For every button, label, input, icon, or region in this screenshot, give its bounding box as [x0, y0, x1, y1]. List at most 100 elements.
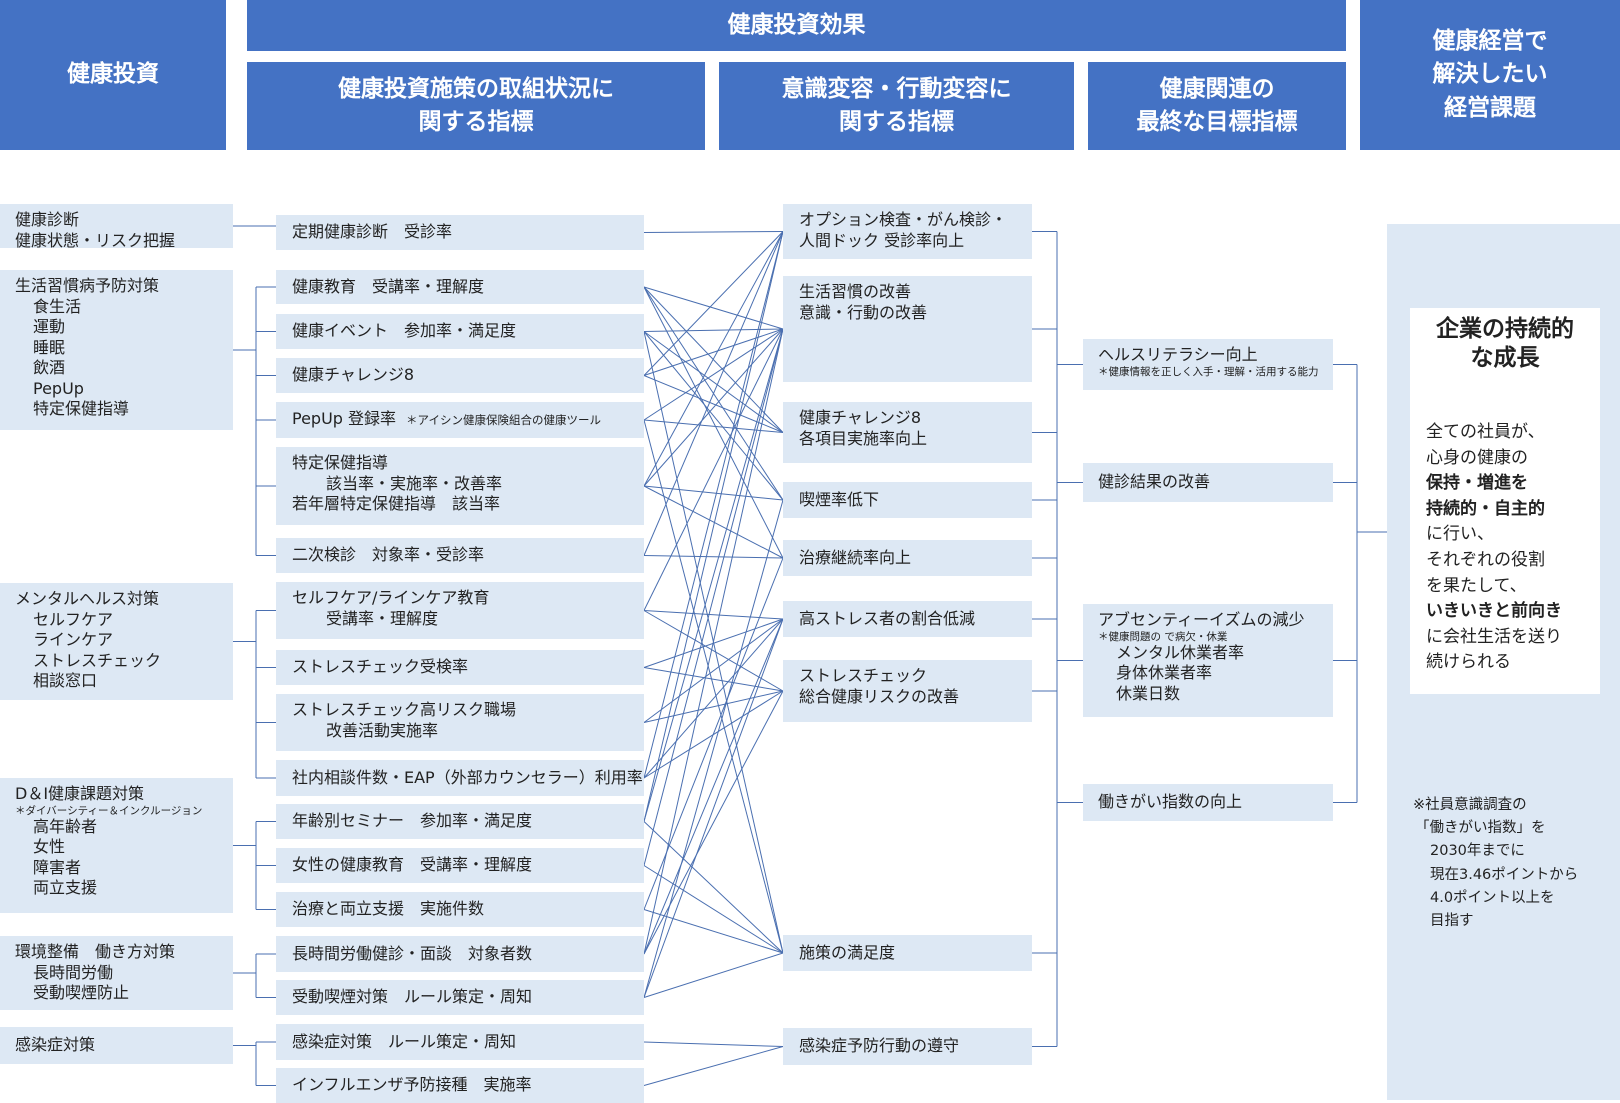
goal-line: いきいきと前向き — [1426, 601, 1562, 622]
behavior-box: 喫煙率低下 — [783, 482, 1032, 518]
initiative-behavior-link — [643, 618, 784, 779]
box-label: オプション検査・がん検診・ — [799, 210, 1008, 229]
box-label: 生活習慣の改善 — [799, 282, 912, 301]
note-line: 4.0ポイント以上を — [1430, 889, 1555, 906]
box-label: 生活習慣病予防対策 — [15, 276, 160, 295]
box-label: 二次検診 対象率・受診率 — [292, 545, 485, 565]
box-label: ヘルスリテラシー向上 — [1098, 345, 1258, 364]
initiative-box: ストレスチェック高リスク職場改善活動実施率 — [276, 694, 644, 751]
initiative-behavior-link — [643, 952, 784, 998]
initiative-box: 長時間労働健診・面談 対象者数 — [276, 936, 644, 972]
box-label: 健康チャレンジ8 — [292, 365, 415, 385]
note-line: 2030年までに — [1430, 843, 1525, 860]
note-line: 「働きがい指数」を — [1415, 820, 1546, 837]
box-label: セルフケア — [33, 609, 114, 629]
behavior-box: オプション検査・がん検診・人間ドック 受診率向上 — [783, 204, 1032, 259]
box-label: ストレスチェック — [799, 666, 928, 685]
initiative-behavior-link — [643, 375, 784, 433]
behavior-box: 高ストレス者の割合低減 — [783, 601, 1032, 637]
investment-box: メンタルヘルス対策セルフケアラインケアストレスチェック相談窓口 — [0, 583, 233, 700]
box-label: 健康チャレンジ8 — [799, 408, 922, 427]
box-label: 女性 — [33, 837, 66, 856]
box-label: 喫煙率低下 — [799, 489, 880, 509]
box-label: PepUp — [33, 378, 84, 398]
initiative-box: 二次検診 対象率・受診率 — [276, 538, 644, 573]
initiative-behavior-link — [643, 821, 784, 954]
initiative-behavior-link — [643, 328, 784, 421]
box-label: 働きがい指数の向上 — [1098, 792, 1243, 812]
header-investment: 健康投資 — [0, 0, 226, 150]
box-label: 長時間労働 — [33, 962, 114, 982]
box-label: 改善活動実施率 — [326, 720, 439, 740]
initiative-behavior-link — [643, 909, 784, 954]
goal-description: 全ての社員が、心身の健康の保持・増進を持続的・自主的に行い、それぞれの役割を果た… — [1426, 420, 1600, 676]
initiative-box: 受動喫煙対策 ルール策定・周知 — [276, 980, 644, 1015]
initiative-behavior-link — [643, 485, 784, 501]
initiative-box: 社内相談件数・EAP（外部カウンセラー）利用率 — [276, 760, 644, 796]
box-label: インフルエンザ予防接種 実施率 — [292, 1075, 532, 1095]
box-label: ストレスチェック — [33, 650, 162, 670]
final-box: アブセンティーイズムの減少＊健康問題の で病欠・休業メンタル休業者率身体休業者率… — [1083, 604, 1333, 717]
initiative-box: 定期健康診断 受診率 — [276, 215, 644, 250]
box-label: 感染症対策 ルール策定・周知 — [292, 1031, 517, 1051]
box-label: ストレスチェック受検率 — [292, 657, 469, 677]
initiative-behavior-link — [643, 231, 784, 376]
investment-box: 健康診断健康状態・リスク把握 — [0, 204, 233, 250]
initiative-behavior-link — [643, 328, 784, 866]
behavior-box: ストレスチェック総合健康リスクの改善 — [783, 660, 1032, 722]
box-label: 年齢別セミナー 参加率・満足度 — [292, 811, 533, 831]
box-label: 定期健康診断 受診率 — [292, 222, 453, 242]
initiative-behavior-link — [643, 328, 784, 332]
goal-line: を果たして、 — [1426, 575, 1527, 596]
final-box: 健診結果の改善 — [1083, 463, 1333, 502]
initiative-box: 女性の健康教育 受講率・理解度 — [276, 848, 644, 883]
initiative-box: 感染症対策 ルール策定・周知 — [276, 1024, 644, 1060]
box-label: 感染症予防行動の遵守 — [799, 1036, 960, 1056]
initiative-behavior-link — [643, 499, 784, 998]
investment-box: 環境整備 働き方対策長時間労働受動喫煙防止 — [0, 936, 233, 1010]
box-label: 身体休業者率 — [1116, 663, 1213, 682]
box-label: PepUp 登録率 — [292, 409, 397, 429]
initiative-behavior-link — [643, 690, 784, 723]
box-label: 高ストレス者の割合低減 — [799, 608, 976, 628]
box-label: 各項目実施率向上 — [799, 428, 928, 448]
box-label: 受動喫煙防止 — [33, 983, 130, 1002]
initiative-behavior-link — [643, 419, 784, 433]
goal-line: 続けられる — [1426, 652, 1511, 673]
initiative-behavior-link — [643, 1046, 784, 1086]
box-label: 感染症対策 — [15, 1035, 96, 1055]
box-label: 健診結果の改善 — [1098, 472, 1211, 492]
note-line: ※社員意識調査の — [1413, 797, 1527, 813]
initiative-behavior-link — [643, 231, 784, 779]
initiative-behavior-link — [643, 667, 784, 692]
initiative-behavior-link — [643, 328, 784, 376]
behavior-box: 感染症予防行動の遵守 — [783, 1028, 1032, 1065]
initiative-behavior-link — [643, 231, 784, 233]
initiative-behavior-link — [643, 618, 784, 955]
initiative-box: 健康イベント 参加率・満足度 — [276, 314, 644, 349]
initiative-behavior-link — [643, 1041, 784, 1047]
box-label: メンタルヘルス対策 — [15, 589, 160, 608]
initiative-behavior-link — [643, 610, 784, 692]
box-label: 人間ドック 受診率向上 — [799, 230, 965, 250]
box-note: ＊健康問題の で病欠・休業 — [1098, 630, 1228, 643]
box-label: 意識・行動の改善 — [799, 302, 928, 322]
box-label: 特定保健指導 — [33, 399, 130, 418]
initiative-behavior-link — [643, 286, 784, 330]
initiative-behavior-link — [643, 231, 784, 487]
box-label: 休業日数 — [1116, 683, 1181, 703]
box-label: 飲酒 — [33, 358, 66, 377]
behavior-box: 生活習慣の改善意識・行動の改善 — [783, 276, 1032, 382]
initiative-behavior-link — [643, 231, 784, 822]
box-label: 高年齢者 — [33, 816, 98, 836]
initiative-behavior-link — [643, 485, 784, 559]
box-label: セルフケア/ラインケア教育 — [292, 588, 490, 607]
investment-box: D＆I健康課題対策＊ダイバーシティー＆インクルージョン高年齢者女性障害者両立支援 — [0, 778, 233, 913]
initiative-behavior-link — [643, 331, 784, 501]
box-label: 治療と両立支援 実施件数 — [292, 899, 485, 919]
box-label: 健康教育 受講率・理解度 — [292, 276, 485, 296]
box-label: 受講率・理解度 — [326, 608, 439, 628]
